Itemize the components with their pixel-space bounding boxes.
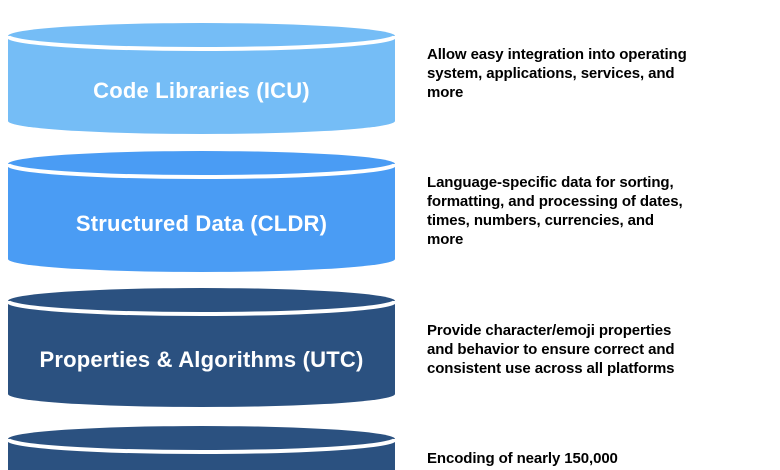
cylinder-4-body — [8, 426, 395, 470]
layer-2-description: Language-specific data for sorting, form… — [427, 174, 683, 248]
cylinder-2-body — [8, 151, 395, 272]
cylinder-2 — [8, 151, 395, 272]
cylinder-4 — [8, 426, 395, 470]
layer-1-label: Code Libraries (ICU) — [93, 77, 310, 103]
cylinder-2-top-rim — [8, 163, 395, 179]
layer-code-libraries: Code Libraries (ICU) — [8, 23, 395, 134]
layer-structured-data: Structured Data (CLDR) — [8, 151, 395, 272]
cylinder-1 — [8, 23, 395, 134]
cylinder-3-body — [8, 288, 395, 407]
cylinder-3 — [8, 288, 395, 407]
cylinder-3-top-rim — [8, 300, 395, 316]
layer-4-description: Encoding of nearly 150,000 — [427, 450, 618, 467]
layer-properties-algorithms: Properties & Algorithms (UTC) — [8, 288, 395, 407]
cylinder-1-body — [8, 23, 395, 134]
layer-1-description: Allow easy integration into operating sy… — [427, 46, 687, 101]
layer-3-label: Properties & Algorithms (UTC) — [39, 346, 364, 372]
layer-4-label — [8, 452, 395, 470]
layer-3-description: Provide character/emoji properties and b… — [427, 322, 675, 377]
cylinder-4-top-rim — [8, 438, 395, 454]
layer-2-label: Structured Data (CLDR) — [75, 210, 328, 236]
layer-bottom-cylinder — [8, 426, 395, 470]
cylinder-1-top-rim — [8, 35, 395, 51]
